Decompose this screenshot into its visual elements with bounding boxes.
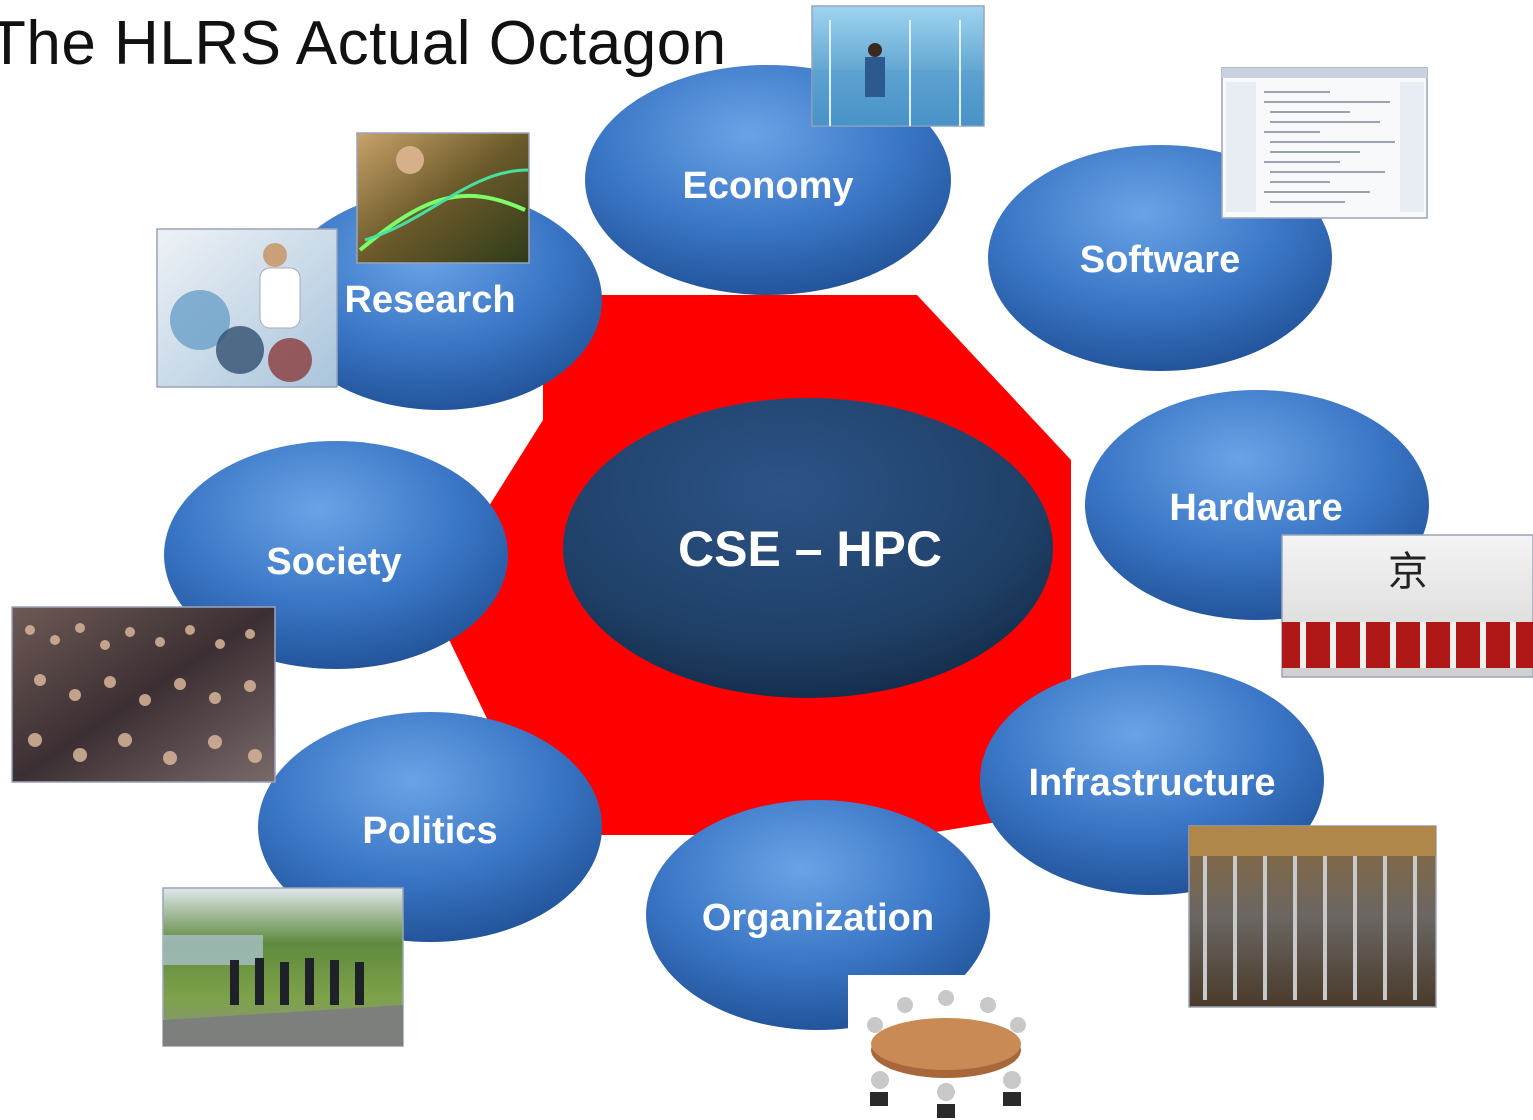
node-society-label: Society — [266, 541, 401, 583]
infrastructure-photo — [1188, 825, 1437, 1008]
center-node[interactable]: CSE – HPC — [563, 398, 1053, 698]
node-politics[interactable]: Politics — [258, 712, 602, 942]
node-organization[interactable]: Organization — [646, 800, 990, 1030]
node-hardware-label: Hardware — [1169, 487, 1342, 529]
economy-photo — [811, 5, 985, 127]
society-photo — [11, 606, 276, 783]
hardware-photo: 京 — [1281, 534, 1533, 678]
diagram-title: The HLRS Actual Octagon — [0, 9, 727, 78]
node-research-label: Research — [344, 279, 515, 321]
software-photo — [1221, 67, 1428, 219]
node-economy-label: Economy — [682, 165, 853, 207]
research-photo-lasers — [356, 132, 530, 264]
svg-text:京: 京 — [1388, 549, 1428, 595]
node-organization-label: Organization — [702, 897, 934, 939]
organization-photo — [848, 975, 1044, 1120]
center-node-label: CSE – HPC — [678, 521, 942, 577]
center-node-shape — [563, 398, 1053, 698]
politics-photo — [162, 887, 404, 1047]
node-politics-label: Politics — [362, 810, 497, 852]
research-photo-lab — [156, 228, 338, 388]
node-politics-shape — [258, 712, 602, 942]
node-organization-shape — [646, 800, 990, 1030]
node-software-label: Software — [1080, 239, 1240, 281]
node-infrastructure-label: Infrastructure — [1028, 762, 1275, 804]
